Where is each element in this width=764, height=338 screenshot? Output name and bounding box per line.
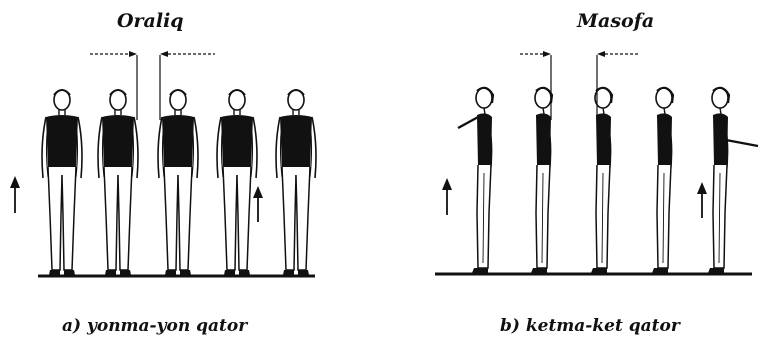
gymnast-b-1 xyxy=(472,88,493,273)
direction-arrow-b-right xyxy=(697,182,707,218)
distance-marker xyxy=(520,51,638,120)
extended-arm-b-5 xyxy=(726,140,758,146)
gymnast-a-1 xyxy=(42,90,82,275)
gymnast-a-4 xyxy=(217,90,257,275)
gymnast-b-5 xyxy=(708,88,729,273)
gymnast-a-5 xyxy=(276,90,316,275)
panel-a-caption: a) yonma-yon qator xyxy=(62,316,247,336)
direction-arrow-a-left xyxy=(10,176,20,213)
gymnast-a-2 xyxy=(98,90,138,275)
direction-arrow-a-right xyxy=(253,186,263,222)
gymnast-b-2 xyxy=(531,88,552,273)
extended-arm-b-1 xyxy=(458,116,480,128)
direction-arrow-b-left xyxy=(442,178,452,215)
gymnast-a-3 xyxy=(158,90,198,275)
panel-b-caption: b) ketma-ket qator xyxy=(500,316,680,336)
gymnast-b-4 xyxy=(652,88,673,273)
interval-marker xyxy=(90,51,215,120)
gymnast-b-3 xyxy=(591,88,612,273)
